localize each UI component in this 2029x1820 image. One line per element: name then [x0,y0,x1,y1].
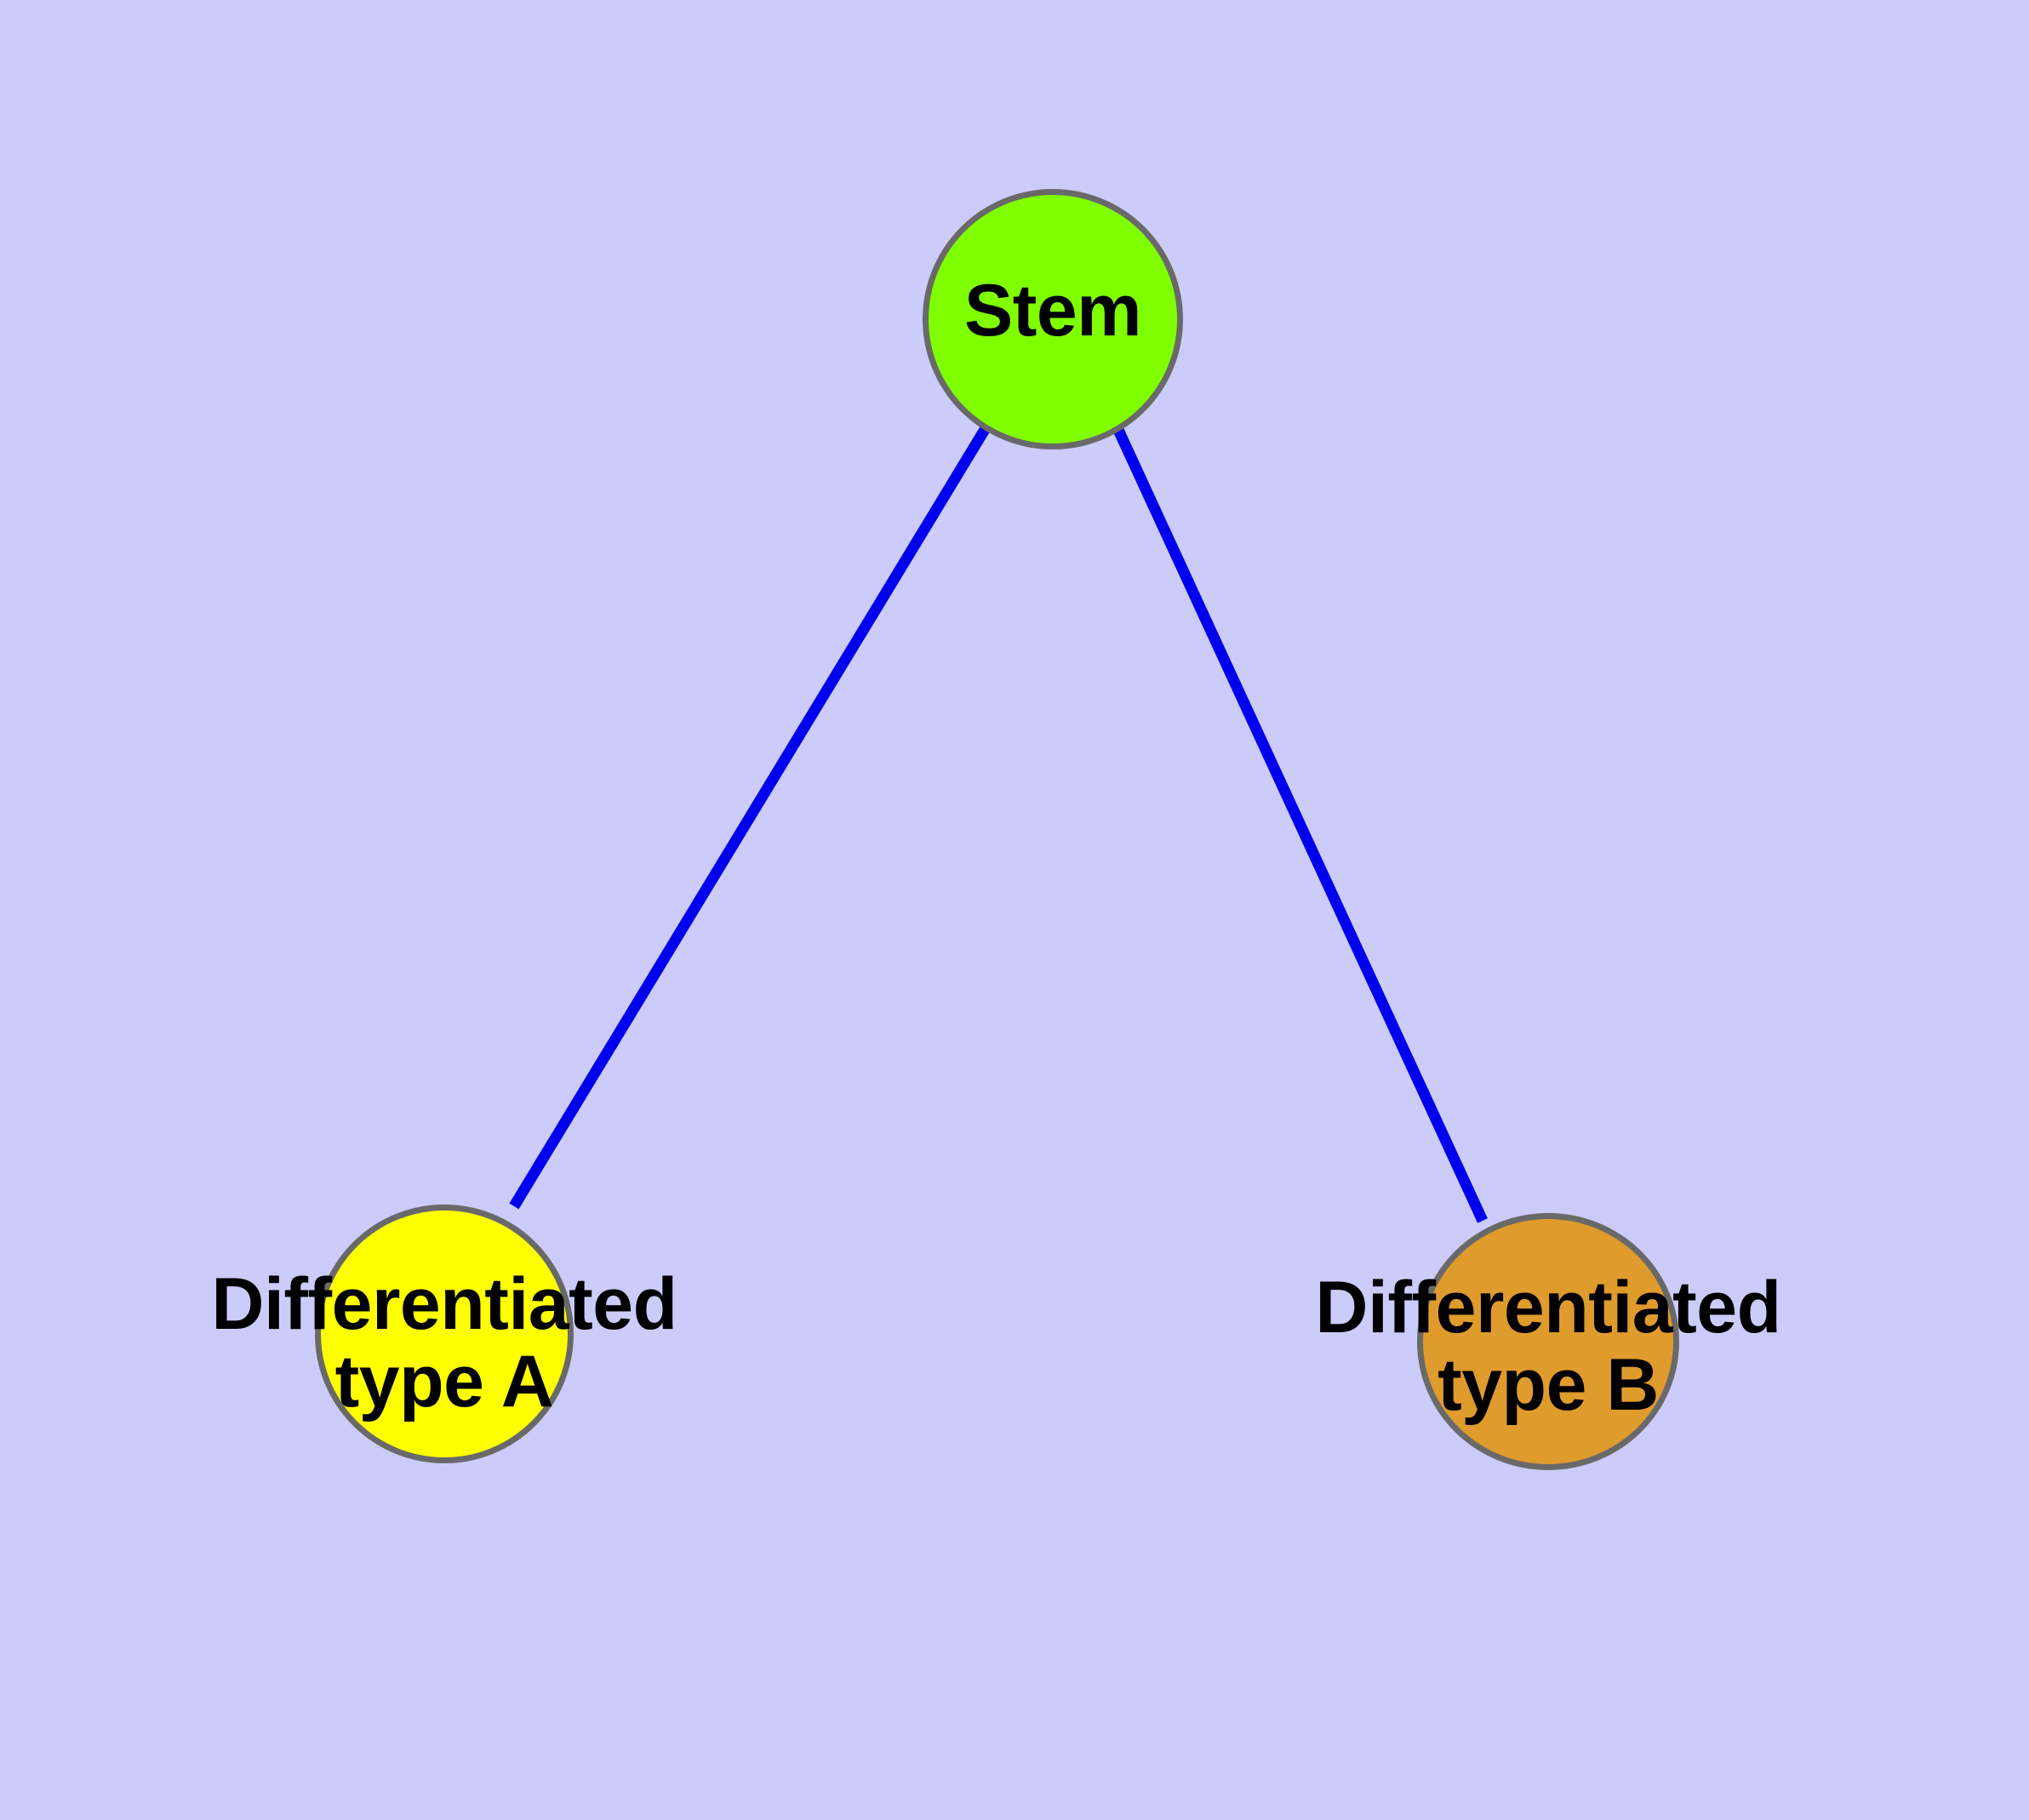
node-differentiated-type-a[interactable]: Differentiated type A [211,1205,677,1463]
node-stem-circle[interactable] [923,189,1183,449]
node-stem[interactable]: Stem [923,189,1183,449]
node-differentiated-type-a-circle[interactable] [315,1205,574,1463]
edge-stem-to-diff-a [509,425,991,1210]
node-differentiated-type-b[interactable]: Differentiated type B [1315,1213,1781,1470]
node-differentiated-type-b-circle[interactable] [1417,1213,1679,1470]
edge-stem-to-diff-b [1113,427,1488,1223]
